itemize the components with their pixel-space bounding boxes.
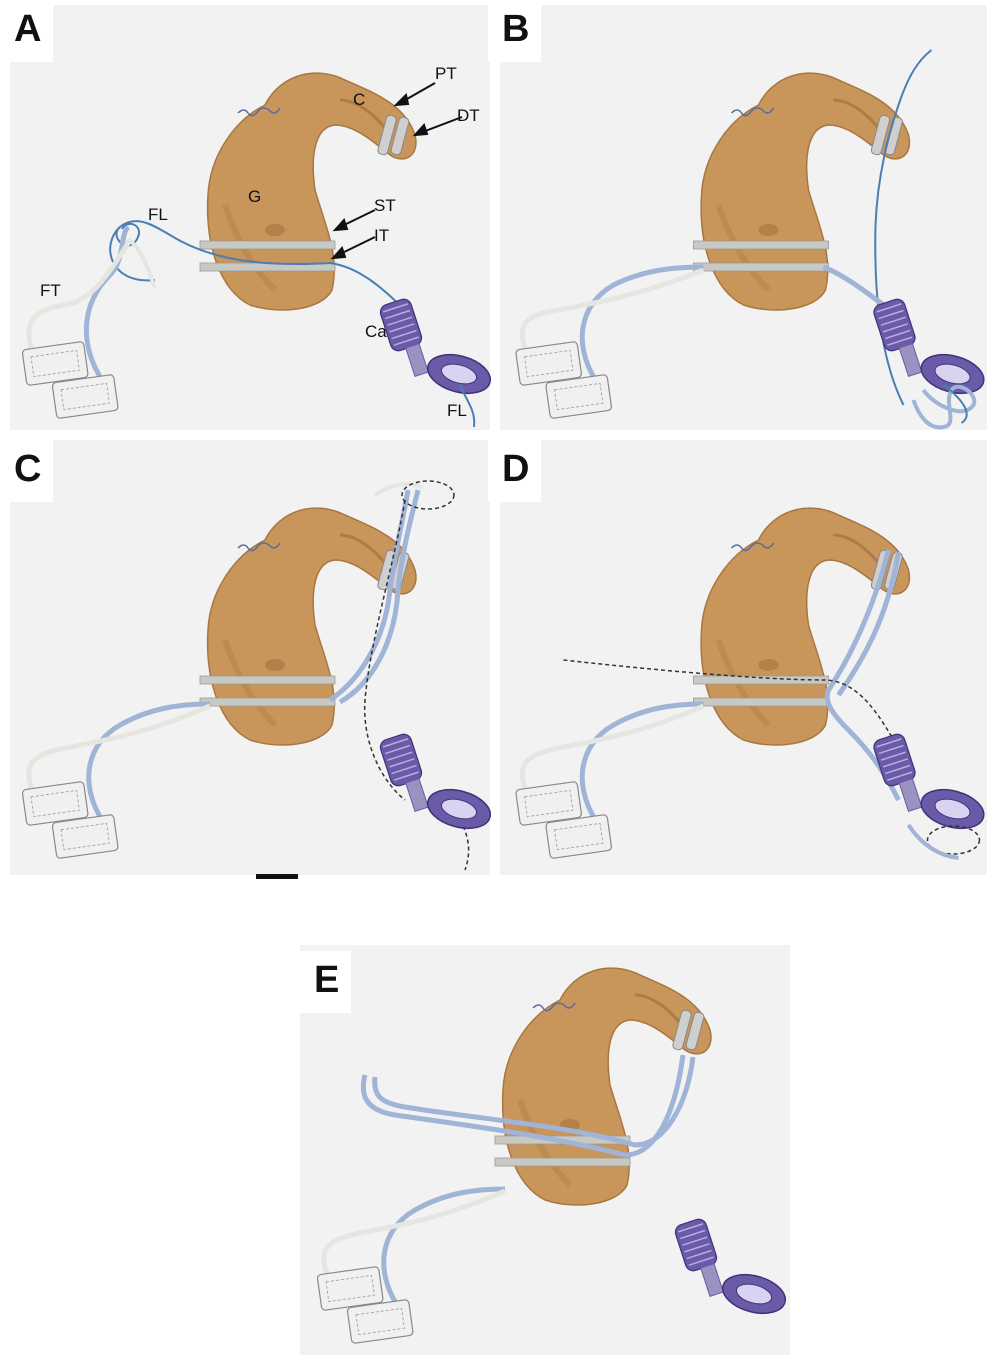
panel-c-illustration: [10, 440, 490, 875]
panel-a-letter: A: [0, 0, 53, 62]
panel-d-letter: D: [488, 440, 541, 502]
label-g: G: [248, 187, 261, 207]
label-it: IT: [374, 226, 389, 246]
panel-e-letter: E: [300, 951, 351, 1013]
panel-a: A PT DT C G ST IT FL FT Ca FL: [10, 5, 490, 430]
panel-b-illustration: [500, 5, 987, 430]
label-fl-top: FL: [148, 205, 168, 225]
panel-b-letter: B: [488, 0, 541, 62]
scale-bar: [256, 874, 298, 879]
label-ft: FT: [40, 281, 61, 301]
panel-a-illustration: [10, 5, 490, 430]
label-fl-bottom: FL: [447, 401, 467, 421]
panel-e: E: [300, 945, 790, 1355]
label-pt: PT: [435, 64, 457, 84]
panel-e-illustration: [300, 945, 790, 1355]
panel-c: C: [10, 440, 490, 875]
label-dt: DT: [457, 106, 480, 126]
panel-c-letter: C: [0, 440, 53, 502]
panel-b: B: [500, 5, 987, 430]
panel-d-illustration: [500, 440, 987, 875]
label-c: C: [353, 90, 365, 110]
panel-d: D: [500, 440, 987, 875]
label-ca: Ca: [365, 322, 387, 342]
label-st: ST: [374, 196, 396, 216]
